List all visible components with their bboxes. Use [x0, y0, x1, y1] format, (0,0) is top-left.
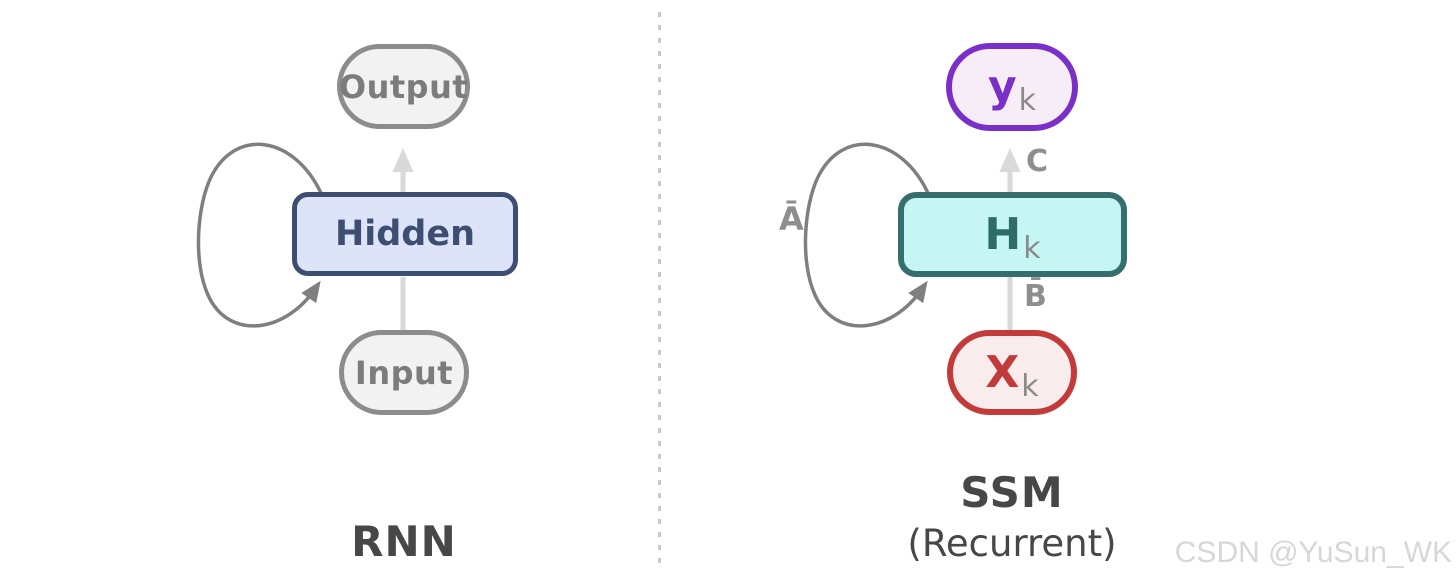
rnn-output-label: Output	[338, 67, 469, 106]
ssm-input-subscript: k	[1021, 368, 1039, 404]
rnn-input-label: Input	[354, 353, 454, 392]
ssm-caption-title: SSM	[960, 468, 1064, 517]
rnn-output-node: Output	[337, 44, 470, 129]
ssm-state-subscript: k	[1023, 230, 1041, 266]
rnn-hidden-to-output-arrow	[392, 148, 414, 193]
ssm-output-symbol: y	[987, 61, 1017, 112]
ssm-input-symbol: X	[985, 346, 1020, 398]
rnn-input-node: Input	[339, 330, 469, 415]
ssm-output-subscript: k	[1018, 83, 1037, 118]
ssm-caption-subtitle: (Recurrent)	[907, 522, 1117, 565]
rnn-recurrent-loop-arrow	[196, 142, 323, 328]
ssm-caption: SSM (Recurrent)	[862, 468, 1162, 565]
watermark: CSDN @YuSun_WK	[1174, 536, 1452, 569]
ssm-state-to-output-arrow	[999, 148, 1021, 193]
rnn-hidden-node: Hidden	[292, 192, 518, 276]
ssm-edge-label-c: C	[1026, 144, 1049, 179]
ssm-state-symbol: H	[984, 208, 1022, 260]
rnn-hidden-label: Hidden	[334, 214, 476, 254]
ssm-edge-label-a-bar: Ā	[779, 200, 804, 238]
ssm-edge-label-b-bar: B̄	[1024, 279, 1047, 314]
ssm-recurrent-loop-arrow	[803, 142, 930, 328]
rnn-caption: RNN	[351, 517, 457, 566]
